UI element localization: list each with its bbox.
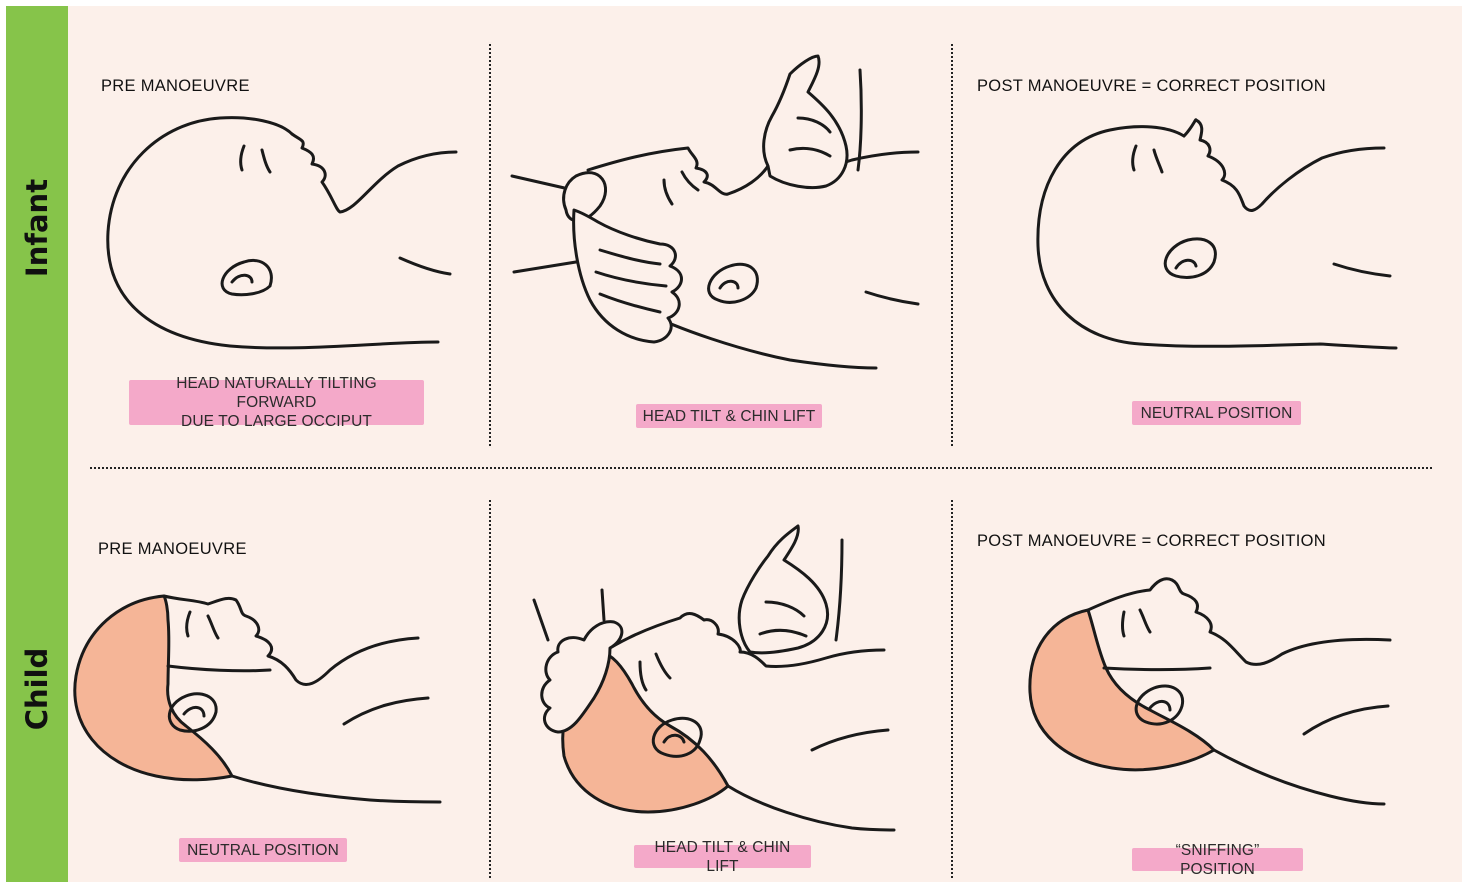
child-head-illustration [1030, 579, 1390, 804]
child-head-illustration [534, 526, 894, 830]
infant-head-illustration [108, 118, 456, 348]
infant-head-illustration [512, 56, 918, 368]
infant-head-illustration [1038, 120, 1396, 348]
child-head-illustration [75, 596, 440, 802]
